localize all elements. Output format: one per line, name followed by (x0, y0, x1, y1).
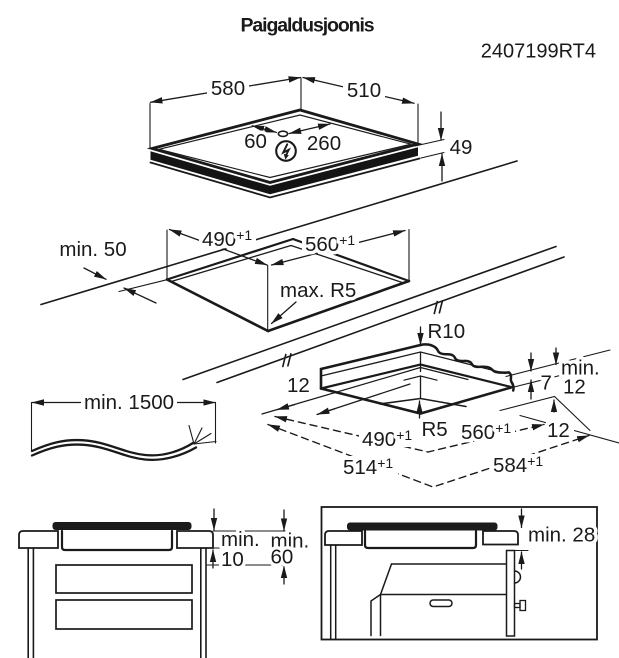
svg-text:60: 60 (271, 546, 294, 569)
svg-text:Paigaldusjoonis: Paigaldusjoonis (240, 15, 374, 37)
svg-text:min. 28: min. 28 (528, 524, 595, 547)
svg-text:min.: min. (221, 528, 260, 551)
svg-text:49: 49 (450, 136, 473, 159)
svg-text:490+1: 490+1 (202, 227, 252, 251)
svg-text:490+1: 490+1 (362, 427, 412, 451)
svg-text:12: 12 (563, 376, 586, 399)
svg-text:584+1: 584+1 (493, 453, 543, 477)
svg-text:min. 1500: min. 1500 (84, 391, 174, 414)
svg-text:R10: R10 (428, 320, 466, 343)
svg-text:12: 12 (287, 374, 310, 397)
svg-text:12: 12 (547, 419, 570, 442)
svg-text:514+1: 514+1 (343, 455, 393, 479)
svg-text:max. R5: max. R5 (280, 279, 356, 302)
svg-text:7: 7 (541, 372, 552, 395)
svg-text:560+1: 560+1 (305, 232, 355, 256)
svg-text:min.: min. (561, 357, 600, 380)
svg-text:min.: min. (271, 530, 310, 553)
svg-text:60: 60 (244, 130, 267, 153)
svg-text:260: 260 (307, 132, 341, 155)
svg-text:min. 50: min. 50 (59, 238, 126, 261)
svg-text:510: 510 (347, 79, 381, 102)
svg-text:580: 580 (211, 77, 245, 100)
svg-text:10: 10 (221, 548, 244, 571)
svg-text:560+1: 560+1 (461, 420, 511, 444)
svg-text:R5: R5 (422, 418, 448, 441)
svg-text:2407199RT4: 2407199RT4 (481, 41, 596, 63)
